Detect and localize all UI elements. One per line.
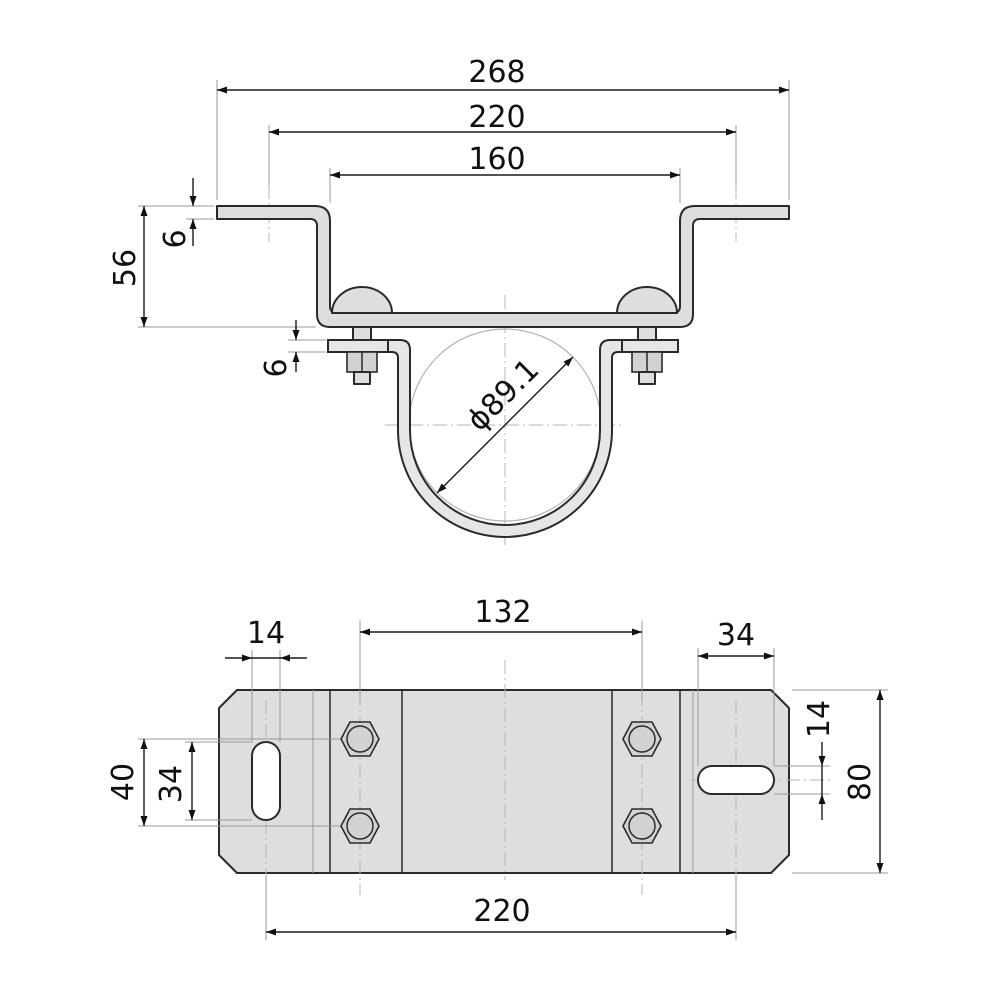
label-right-slot-length: 34 bbox=[717, 618, 755, 653]
slot-left bbox=[251, 741, 281, 821]
bolt-tail-right bbox=[638, 371, 656, 385]
label-overall-width: 268 bbox=[468, 55, 525, 90]
nut-bottom-left bbox=[340, 808, 380, 844]
slot-right bbox=[697, 765, 775, 795]
label-hole-spacing-top: 220 bbox=[468, 100, 525, 135]
u-clamp-band bbox=[384, 339, 629, 538]
bolt-shank-right bbox=[637, 326, 657, 341]
label-left-slot-length: 34 bbox=[154, 765, 189, 803]
label-plate-height: 80 bbox=[843, 763, 878, 801]
label-left-slot-width: 14 bbox=[247, 616, 285, 651]
label-left-pitch-outer: 40 bbox=[106, 763, 141, 801]
label-band-thickness: 6 bbox=[259, 358, 294, 377]
label-bolt-spacing: 132 bbox=[474, 595, 531, 630]
front-view: 268 220 160 56 6 6 ϕ89.1 bbox=[108, 55, 790, 545]
dimline-diameter bbox=[436, 356, 574, 494]
bolt-tail-left bbox=[353, 371, 371, 385]
bolt-shank-left bbox=[352, 326, 372, 341]
nut-bottom-right bbox=[622, 808, 662, 844]
nut-top-right bbox=[622, 721, 662, 757]
plan-view: 132 14 34 40 34 14 80 220 bbox=[106, 595, 888, 940]
hat-channel bbox=[216, 205, 790, 328]
label-right-slot-width: 14 bbox=[802, 700, 837, 738]
nut-top-left bbox=[340, 721, 380, 757]
bolt-head-left bbox=[331, 286, 393, 314]
label-flange-thickness: 6 bbox=[158, 229, 193, 248]
label-hole-spacing-bottom: 220 bbox=[473, 894, 530, 929]
clamp-flange-right bbox=[621, 339, 679, 353]
label-height: 56 bbox=[108, 249, 143, 287]
label-channel-width: 160 bbox=[468, 142, 525, 177]
bolt-head-right bbox=[616, 286, 678, 314]
clamp-flange-left bbox=[327, 339, 389, 353]
